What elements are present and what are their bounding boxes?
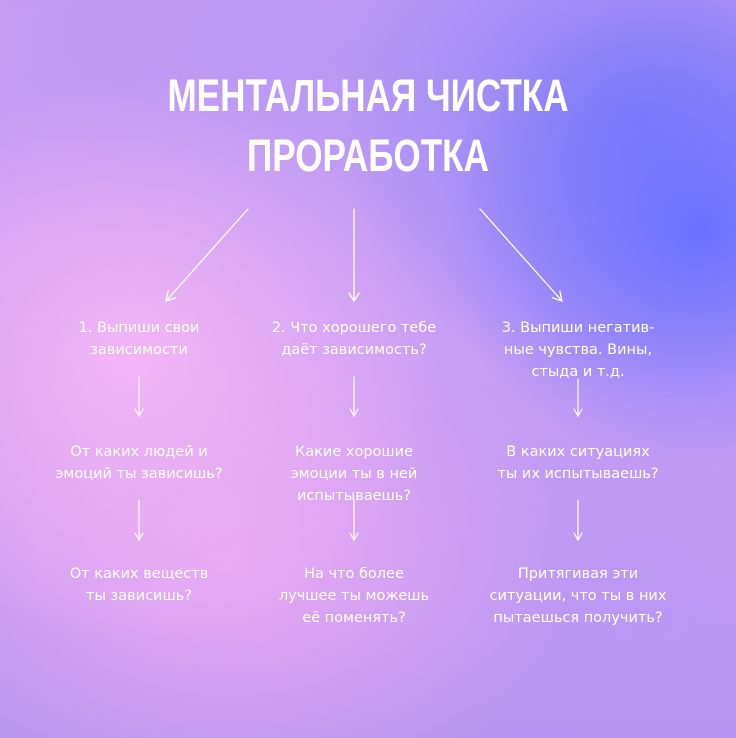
step-3-question-2-line-2: ситуации, что ты в них [489,588,667,604]
step-2-question-2-line-2: лучшее ты можешь [278,588,430,604]
step-3-line-1: 3. Выпиши негатив- [501,320,655,336]
arrow-column-3-to-question-2 [573,499,583,542]
step-2-question-2-line-3: её поменять? [302,610,406,626]
step-2-question-2: На что более лучшее ты можешь её поменят… [254,563,454,629]
step-1-node: 1. Выпиши свои зависимости [39,317,239,361]
step-3-line-3: стыда и т.д. [531,364,625,380]
step-2-question-1-line-2: эмоции ты в ней [290,466,418,482]
step-1-line-1: 1. Выпиши свои [78,320,200,336]
step-3-line-2: ные чувства. Вины, [503,342,653,358]
arrow-step-2-to-question-1 [349,376,359,418]
step-3-question-2: Притягивая эти ситуации, что ты в них пы… [463,563,693,629]
arrow-title-to-step-3 [479,208,563,302]
step-2-node: 2. Что хорошего тебе даёт зависимость? [244,317,464,361]
arrow-step-3-to-question-1 [573,378,583,418]
arrow-column-1-to-question-2 [134,499,144,542]
step-1-question-1: От каких людей и эмоций ты зависишь? [19,441,259,485]
step-3-question-2-line-1: Притягивая эти [517,566,639,582]
step-2-question-1-line-1: Какие хорошие [294,444,414,460]
step-1-question-1-line-1: От каких людей и [70,444,208,460]
step-3-question-1-line-2: ты их испытываешь? [497,466,659,482]
arrow-column-2-to-question-2 [349,499,359,542]
step-3-question-1: В каких ситуациях ты их испытываешь? [468,441,688,485]
title-line-2: ПРОРАБОТКА [247,130,489,181]
step-1-question-2-line-1: От каких веществ [69,566,209,582]
arrow-title-to-step-1 [165,208,249,302]
step-2-line-1: 2. Что хорошего тебе [271,320,437,336]
step-1-question-1-line-2: эмоций ты зависишь? [55,466,223,482]
step-1-question-2-line-2: ты зависишь? [86,588,192,604]
step-2-question-2-line-1: На что более [304,566,404,582]
step-3-question-2-line-3: пытаешься получить? [493,610,663,626]
step-1-question-2: От каких веществ ты зависишь? [39,563,239,607]
diagram-title: МЕНТАЛЬНАЯ ЧИСТКА ПРОРАБОТКА [81,66,655,186]
step-3-question-1-line-1: В каких ситуациях [506,444,650,460]
title-line-1: МЕНТАЛЬНАЯ ЧИСТКА [167,70,569,121]
step-2-line-2: даёт зависимость? [281,342,427,358]
arrow-step-1-to-question-1 [134,376,144,418]
step-1-line-2: зависимости [90,342,188,358]
step-2-question-1-line-3: испытываешь? [296,488,412,504]
step-2-question-1: Какие хорошие эмоции ты в ней испытываеш… [254,441,454,507]
arrow-title-to-step-2 [348,208,360,303]
step-3-node: 3. Выпиши негатив- ные чувства. Вины, ст… [468,317,688,383]
